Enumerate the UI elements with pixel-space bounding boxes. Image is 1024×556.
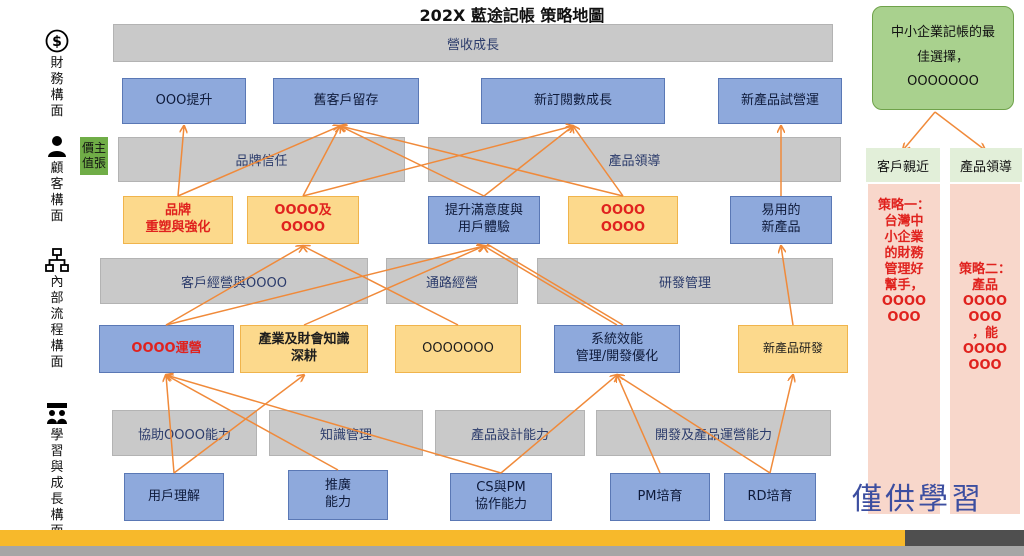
internal-bar-channel: 通路經營	[386, 258, 518, 304]
internal-box-4-line1: 系統效能	[590, 332, 643, 348]
internal-box-5: 新產品研發	[738, 325, 848, 373]
internal-perspective-label: 內 部 流 程 構 面	[50, 275, 64, 370]
customer-box-4-line1: OOOO	[600, 203, 646, 219]
value-proposition-tag: 價主 值張	[80, 137, 108, 175]
customer-perspective-label: 顧 客 構 面	[50, 161, 64, 224]
customer-box-3-line2: 用戶體驗	[457, 220, 510, 235]
strategy-2: 策略二： 產品 OOOO OOO ，能 OOOO OOO	[950, 184, 1020, 514]
learning-box-2: 推廣 能力	[288, 470, 388, 520]
customer-box-1-line1: 品牌	[164, 203, 191, 219]
internal-box-2-line1: 產業及財會知識	[258, 332, 350, 348]
svg-text:$: $	[52, 34, 62, 50]
financial-box-3: 新訂閱數成長	[481, 78, 665, 124]
learning-box-5: RD培育	[724, 473, 816, 521]
financial-box-1: OOO提升	[122, 78, 246, 124]
dollar-icon: $	[44, 28, 70, 54]
customer-box-4: OOOO OOOO	[568, 196, 678, 244]
customer-bar-product-leadership: 產品領導	[428, 137, 841, 182]
strategy-1: 策略一： 台灣中 小企業 的財務 管理好 幫手， OOOO OOO	[868, 184, 940, 514]
customer-box-5-line2: 新產品	[761, 220, 801, 235]
footer-bar-yellow	[0, 530, 905, 546]
learning-icon	[44, 400, 70, 426]
internal-box-1-line1: OOOO運營	[131, 340, 202, 356]
footer-bar-gray-right	[905, 546, 1024, 556]
customer-box-5: 易用的 新產品	[730, 196, 832, 244]
learning-bar-3: 產品設計能力	[435, 410, 585, 456]
customer-box-2: OOOO及 OOOO	[247, 196, 359, 244]
internal-perspective: 內 部 流 程 構 面	[40, 247, 74, 371]
customer-box-1-line2: 重塑與強化	[145, 220, 211, 235]
watermark-text: 僅供學習	[852, 482, 984, 517]
learning-box-1: 用戶理解	[124, 473, 224, 521]
financial-perspective: $ 財 務 構 面	[40, 28, 74, 120]
learning-box-1-line1: 用戶理解	[147, 488, 200, 504]
learning-box-4-line1: PM培育	[637, 488, 683, 504]
learning-box-4: PM培育	[610, 473, 710, 521]
financial-box-2: 舊客戶留存	[273, 78, 419, 124]
customer-box-2-line2: OOOO	[280, 220, 326, 235]
learning-box-2-line1: 推廣	[324, 478, 351, 494]
tag-product-leadership: 產品領導	[950, 148, 1022, 182]
internal-bar-customer-ops: 客戶經營與OOOO	[100, 258, 368, 304]
customer-box-1: 品牌 重塑與強化	[123, 196, 233, 244]
financial-bar: 營收成長	[113, 24, 833, 62]
learning-box-3: CS與PM 協作能力	[450, 473, 552, 521]
learning-box-3-line2: 協作能力	[474, 497, 527, 512]
learning-bar-1: 協助OOOO能力	[112, 410, 257, 456]
learning-box-5-line1: RD培育	[747, 488, 793, 504]
internal-box-3-line1: OOOOOOO	[422, 340, 494, 356]
customer-box-4-line2: OOOO	[600, 220, 646, 235]
learning-perspective: 學 習 與 成 長 構 面	[40, 400, 74, 540]
learning-box-2-line2: 能力	[324, 495, 351, 510]
customer-perspective: 顧 客 構 面	[40, 133, 74, 225]
internal-box-3: OOOOOOO	[395, 325, 521, 373]
customer-box-5-line1: 易用的	[761, 203, 801, 219]
learning-bar-2: 知識管理	[269, 410, 423, 456]
org-chart-icon	[44, 247, 70, 273]
page-title: 202X 藍途記帳 策略地圖	[419, 6, 605, 25]
learning-box-3-line1: CS與PM	[476, 480, 526, 496]
internal-box-4: 系統效能 管理/開發優化	[554, 325, 680, 373]
customer-box-3: 提升滿意度與 用戶體驗	[428, 196, 540, 244]
footer-bar-dark	[905, 530, 1024, 546]
internal-box-1: OOOO運營	[99, 325, 234, 373]
internal-box-5-line1: 新產品研發	[762, 341, 823, 356]
financial-perspective-label: 財 務 構 面	[50, 56, 64, 119]
footer-bar-gray	[0, 546, 905, 556]
internal-box-2: 產業及財會知識 深耕	[240, 325, 368, 373]
internal-box-4-line2: 管理/開發優化	[575, 349, 659, 364]
internal-box-2-line2: 深耕	[290, 349, 317, 364]
vision-box: 中小企業記帳的最 佳選擇， OOOOOOO	[872, 6, 1014, 110]
tag-customer-intimacy: 客戶親近	[866, 148, 940, 182]
financial-box-4: 新產品試營運	[718, 78, 842, 124]
customer-box-2-line1: OOOO及	[274, 203, 332, 219]
customer-box-3-line1: 提升滿意度與	[444, 203, 523, 219]
person-icon	[44, 133, 70, 159]
